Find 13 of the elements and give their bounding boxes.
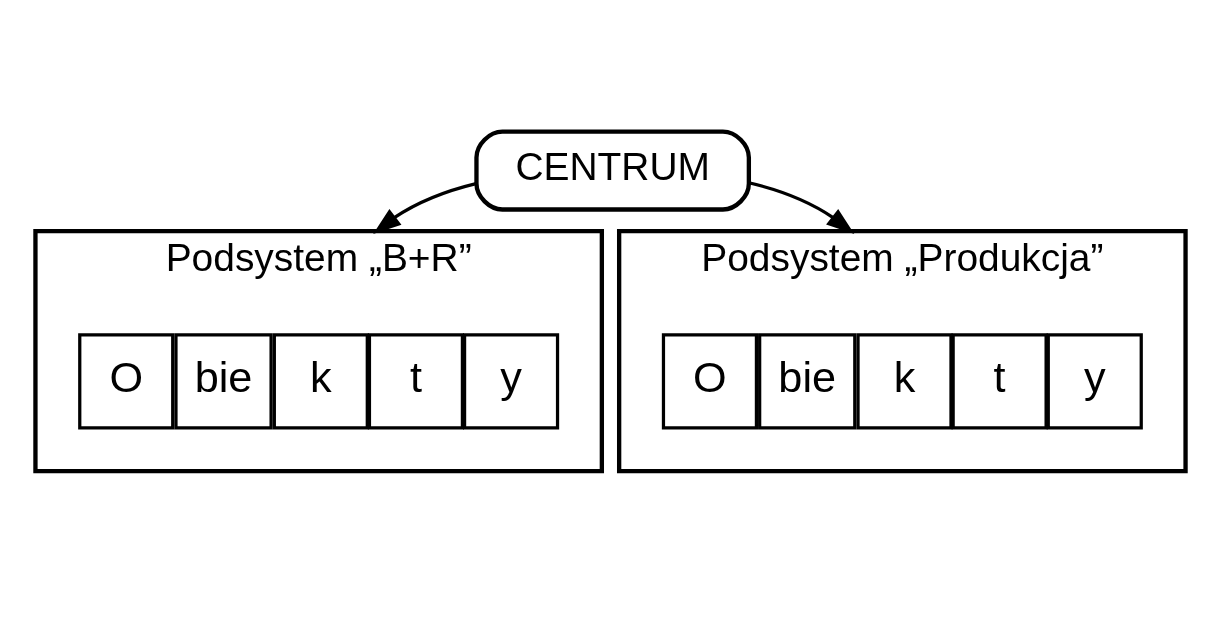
node-box: bie xyxy=(174,332,273,429)
node-box: CENTRUM xyxy=(474,129,751,212)
node-box: O xyxy=(78,332,175,429)
node-box: k xyxy=(272,332,369,429)
node-box: y xyxy=(1046,332,1143,429)
node-box: t xyxy=(367,332,465,429)
node-box: k xyxy=(856,332,953,429)
arrow xyxy=(373,181,477,234)
node-box: O xyxy=(661,332,759,429)
node-box: bie xyxy=(758,332,857,429)
node-box: y xyxy=(462,332,560,429)
arrow xyxy=(748,180,855,234)
node-box: t xyxy=(951,332,1048,429)
